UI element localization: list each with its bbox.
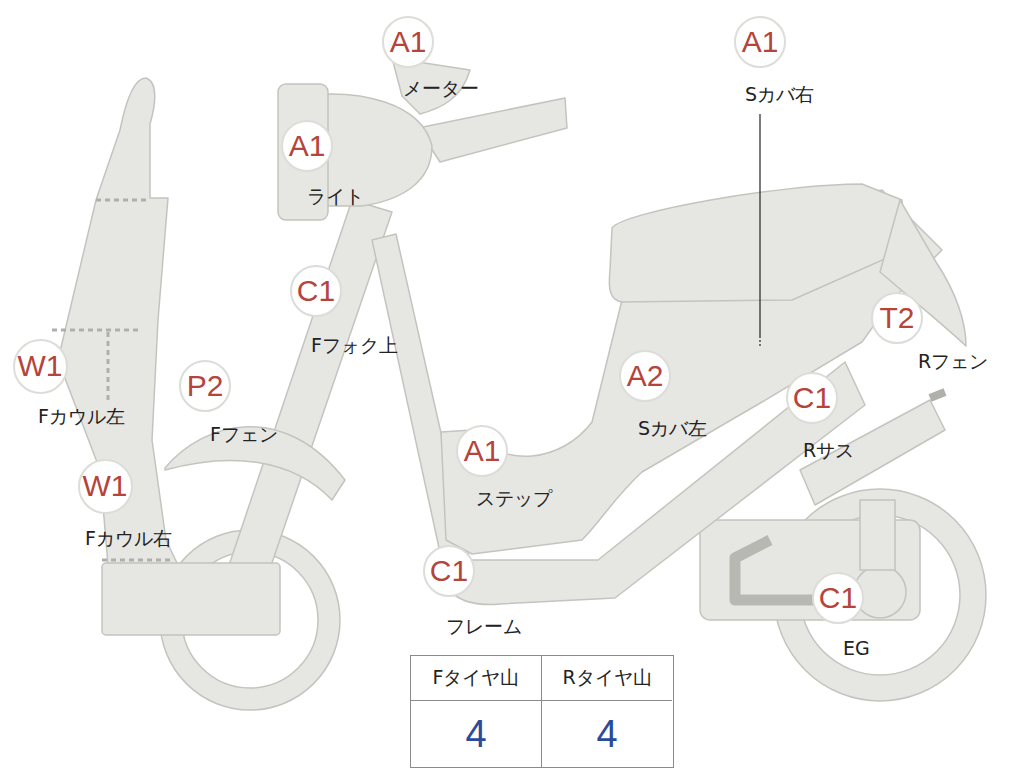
damage-callout: A2Sカバ左 [619, 350, 671, 402]
tread-value: 4 [465, 713, 486, 756]
table-value-cell: 4 [411, 701, 541, 767]
part-name: Rフェン [918, 349, 988, 373]
damage-callout: A1Sカバ右 [734, 16, 786, 68]
table-header: Fタイヤ山 [433, 665, 520, 691]
rear-shock-rod [930, 392, 945, 398]
callout-circle: C1 [812, 572, 864, 624]
damage-code: C1 [297, 276, 335, 306]
damage-code: A1 [390, 27, 427, 57]
callout-circle: W1 [78, 459, 133, 514]
callout-circle: P2 [179, 360, 231, 412]
part-name: Fカウル右 [85, 526, 172, 550]
damage-code: C1 [819, 583, 857, 613]
rear-fender [880, 200, 966, 346]
callout-circle: A2 [619, 350, 671, 402]
damage-callout: P2Fフェン [179, 360, 231, 412]
front-fork [224, 200, 392, 592]
damage-callout: W1Fカウル左 [13, 339, 68, 394]
part-name: Fカウル左 [38, 404, 125, 428]
tire-table: Fタイヤ山 Rタイヤ山 4 4 [410, 655, 674, 768]
damage-code: W1 [83, 471, 128, 501]
part-name: Fフェン [210, 422, 278, 446]
damage-code: A2 [627, 361, 664, 391]
leader-line [759, 114, 760, 336]
table-header-cell: Fタイヤ山 [411, 656, 541, 701]
damage-callout: W1Fカウル右 [78, 459, 133, 514]
damage-callout: A1メーター [382, 16, 434, 68]
cowl-seam [96, 199, 150, 202]
callout-circle: A1 [382, 16, 434, 68]
part-name: ライト [307, 184, 364, 208]
damage-code: P2 [187, 371, 224, 401]
callout-circle: T2 [871, 292, 923, 344]
damage-code: T2 [879, 303, 914, 333]
damage-callout: C1EG [812, 572, 864, 624]
leader-line-end [759, 336, 760, 346]
part-name: Sカバ左 [638, 416, 707, 440]
table-header-cell: Rタイヤ山 [541, 656, 672, 701]
part-name: Rサス [803, 438, 854, 462]
damage-code: C1 [430, 556, 468, 586]
tread-value: 4 [596, 713, 617, 756]
lower-cowl [102, 563, 280, 635]
callout-circle: A1 [456, 425, 508, 477]
table-value-cell: 4 [541, 701, 672, 767]
part-name: フレーム [446, 614, 522, 638]
damage-callout: C1フレーム [423, 545, 475, 597]
callout-circle: A1 [281, 120, 333, 172]
rear-shock-lower [860, 500, 895, 570]
callout-circle: W1 [13, 339, 68, 394]
damage-code: A1 [289, 131, 326, 161]
damage-callout: C1Fフォク上 [290, 265, 342, 317]
table-header: Rタイヤ山 [562, 665, 651, 691]
handlebar [418, 98, 567, 162]
part-name: ステップ [476, 486, 552, 510]
callout-circle: C1 [290, 265, 342, 317]
damage-code: A1 [742, 27, 779, 57]
part-name: Sカバ右 [745, 82, 814, 106]
cowl-seam [52, 329, 142, 332]
callout-circle: C1 [423, 545, 475, 597]
callout-circle: C1 [786, 372, 838, 424]
cowl-seam [107, 332, 110, 400]
damage-code: W1 [18, 351, 63, 381]
front-cowl [58, 78, 178, 565]
damage-code: C1 [793, 383, 831, 413]
damage-callout: A1ステップ [456, 425, 508, 477]
part-name: EG [843, 636, 870, 660]
damage-callout: T2Rフェン [871, 292, 923, 344]
part-name: Fフォク上 [311, 333, 398, 357]
part-name: メーター [403, 76, 479, 100]
exhaust-pipe [735, 540, 820, 600]
cowl-seam [102, 559, 172, 562]
damage-code: A1 [464, 436, 501, 466]
damage-callout: C1Rサス [786, 372, 838, 424]
damage-callout: A1ライト [281, 120, 333, 172]
seat [609, 184, 905, 302]
callout-circle: A1 [734, 16, 786, 68]
